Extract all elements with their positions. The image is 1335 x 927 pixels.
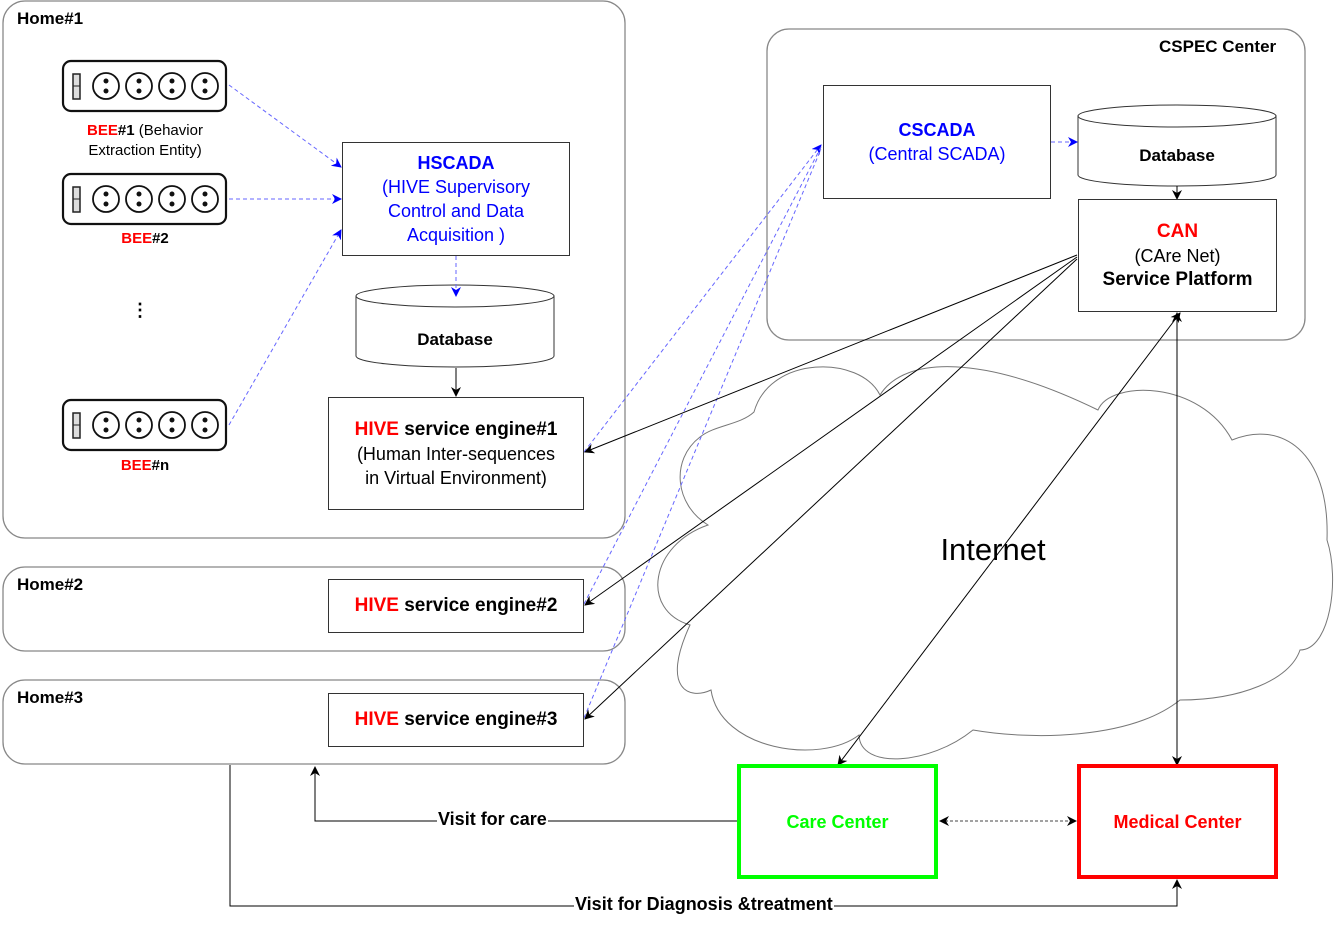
been-label: BEE#n (40, 456, 250, 476)
cspec-title: CSPEC Center (1159, 37, 1277, 56)
hscada-line3: Acquisition ) (406, 225, 506, 245)
bee1-suffix: #1 (117, 122, 135, 139)
hscada-title: HSCADA (417, 153, 495, 173)
bee1-prefix: BEE (87, 122, 118, 139)
engine3-hive: HIVE (354, 709, 399, 730)
hscada-line2: Control and Data (387, 201, 525, 221)
link-engine3-cscada (583, 148, 822, 719)
link-bee1-hscada (228, 84, 342, 168)
bee2-prefix: BEE (121, 230, 153, 247)
care-center-box[interactable]: Care Center (737, 764, 938, 879)
visit-for-care-label: Visit for care (437, 809, 548, 830)
been-suffix: #n (151, 457, 170, 474)
been-prefix: BEE (120, 457, 152, 474)
engine2-hive: HIVE (354, 595, 399, 616)
engine2-rest: service engine#2 (398, 595, 558, 616)
cscada-subtitle: (Central SCADA) (868, 144, 1006, 164)
home2-container (2, 566, 626, 652)
engine3-title: HIVE service engine#3 (355, 708, 558, 732)
link-can-engine1 (584, 254, 1078, 454)
internet-label: Internet (940, 532, 1046, 567)
bee2-label: BEE#2 (40, 229, 250, 249)
cscada-title: CSCADA (898, 120, 976, 140)
link-visit-for-diagnosis (229, 765, 1182, 907)
bee1-note: (Behavior (134, 122, 203, 139)
link-visit-for-care (310, 766, 738, 822)
home1-title: Home#1 (17, 9, 84, 28)
medical-center-box[interactable]: Medical Center (1077, 764, 1278, 879)
cscada-box[interactable]: CSCADA (Central SCADA) (823, 85, 1051, 199)
been-power-strip-icon (61, 398, 228, 452)
link-engine2-cscada (583, 146, 822, 605)
can-title: CAN (1156, 220, 1199, 242)
home2-title: Home#2 (17, 575, 84, 594)
bee1-power-strip-icon (61, 59, 228, 113)
home-database-label: Database (417, 330, 493, 349)
care-center-label: Care Center (786, 811, 889, 832)
engine1-hive: HIVE (354, 418, 399, 440)
bee1-note2: Extraction Entity) (88, 142, 202, 159)
link-can-carecenter (837, 312, 1181, 766)
link-been-hscada (228, 229, 342, 426)
engine3-rest: service engine#3 (398, 709, 558, 730)
engine1-title: HIVE service engine#1 (355, 418, 558, 442)
ellipsis-indicator: ⋮ (131, 300, 149, 320)
engine2-title: HIVE service engine#2 (355, 594, 558, 618)
link-engine1-cscada (583, 144, 822, 453)
hscada-box[interactable]: HSCADA (HIVE Supervisory Control and Dat… (342, 142, 570, 256)
home3-container (2, 679, 626, 765)
home-database-cylinder (355, 284, 555, 368)
center-database-cylinder (1077, 104, 1277, 187)
engine1-line2: (Human Inter-sequences (356, 443, 556, 464)
engine1-line3: in Virtual Environment) (365, 467, 547, 488)
home3-title: Home#3 (17, 688, 84, 707)
home1-container (2, 0, 626, 539)
can-service-platform-box[interactable]: CAN (CAre Net) Service Platform (1078, 199, 1277, 312)
bee2-suffix: #2 (152, 230, 169, 247)
center-database-label: Database (1139, 146, 1215, 165)
hscada-line1: (HIVE Supervisory (381, 177, 531, 197)
can-subtitle: (CAre Net) (1134, 245, 1221, 266)
engine1-rest: service engine#1 (398, 418, 558, 440)
can-line3: Service Platform (1102, 268, 1253, 290)
bee2-power-strip-icon (61, 172, 228, 226)
hive-engine3-box[interactable]: HIVE service engine#3 (328, 693, 584, 747)
medical-center-label: Medical Center (1113, 811, 1242, 832)
visit-for-diagnosis-label: Visit for Diagnosis &treatment (574, 894, 834, 915)
hive-engine1-box[interactable]: HIVE service engine#1 (Human Inter-seque… (328, 397, 584, 510)
hive-engine2-box[interactable]: HIVE service engine#2 (328, 579, 584, 633)
bee1-label: BEE#1 (Behavior Extraction Entity) (40, 121, 250, 161)
